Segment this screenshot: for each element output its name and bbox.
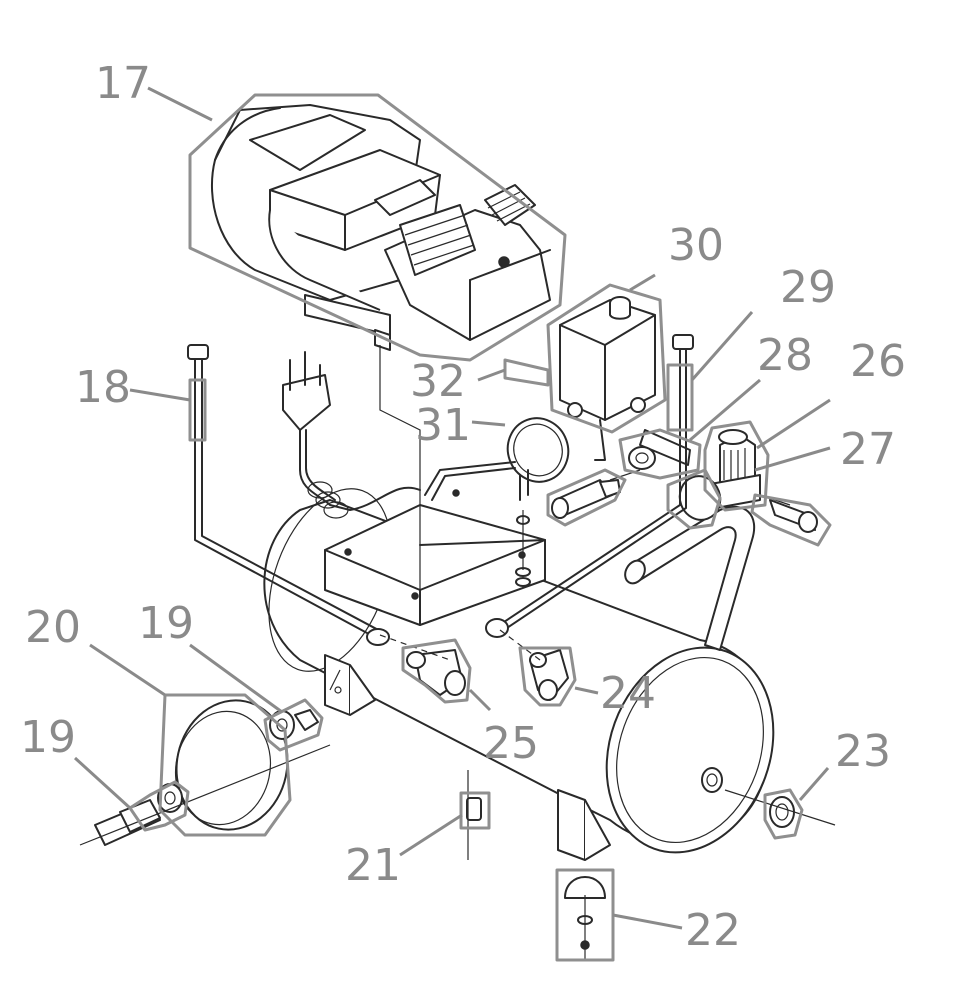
outline-17 [188,93,567,362]
outline-28 [618,428,702,480]
callout-21: 21 [345,840,401,891]
pressure-switch [559,296,656,461]
rubber-foot [564,876,606,950]
outline-30 [546,283,667,434]
callout-23: 23 [835,726,891,777]
outline-32 [503,358,550,387]
callout-20: 20 [25,602,81,653]
outline-coupler-right [750,493,832,547]
outline-19a [128,780,190,832]
outline-25 [401,638,472,704]
outline-29 [666,363,694,432]
callout-numbers: 17 18 19 19 20 21 22 23 24 25 26 27 28 2… [20,58,906,956]
wheel [174,699,289,831]
outline-26 [703,420,770,512]
outline-27 [666,468,722,530]
callout-25: 25 [483,718,539,769]
callout-32: 32 [410,356,466,407]
outline-18 [188,378,207,442]
check-valve [628,429,691,470]
power-cord [282,351,421,519]
drain-plug [466,797,482,821]
outline-24 [518,646,577,707]
outline-coupler-left [546,468,627,527]
motor-pump-assembly [211,104,551,351]
callout-17: 17 [95,58,151,109]
coupler-right [769,499,818,533]
leader-lines [73,86,831,930]
tee-fitting [529,649,569,701]
callout-19-left: 19 [20,712,76,763]
drain-valve-assembly [406,649,466,696]
callout-24: 24 [600,668,656,719]
regulator [678,429,761,521]
callout-27: 27 [840,424,896,475]
callout-22: 22 [685,905,741,956]
outline-22 [555,868,615,962]
tank-foot-rear [557,789,611,861]
tank-foot-front [324,654,376,716]
callout-outlines [128,93,832,962]
outline-20 [158,693,292,837]
callout-29: 29 [780,262,836,313]
axle-bolt [94,783,183,846]
callout-18: 18 [75,362,131,413]
pipes [187,334,694,646]
end-plug [769,796,795,828]
outline-19b [263,698,324,752]
callout-31: 31 [415,400,471,451]
callout-19-right: 19 [138,598,194,649]
outline-23 [763,788,804,840]
callout-26: 26 [850,336,906,387]
callout-30: 30 [668,220,724,271]
callout-28: 28 [757,330,813,381]
coupler-left [551,479,621,519]
